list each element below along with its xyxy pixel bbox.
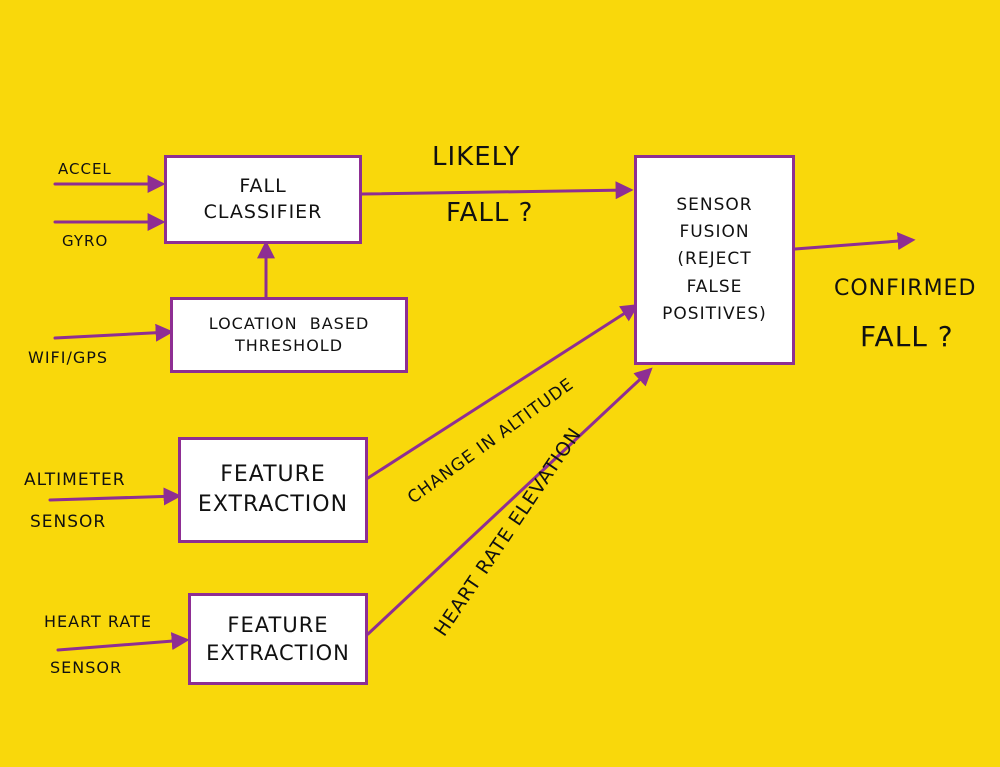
input-gyro-label: GYRO — [62, 232, 109, 250]
feature-extraction-box-2: FEATURE EXTRACTION — [188, 593, 368, 685]
arrow-feature1-to-fusion — [366, 304, 640, 480]
input-accel-label: ACCEL — [58, 160, 112, 178]
sensor-fusion-box: SENSOR FUSION (REJECT FALSE POSITIVES) — [634, 155, 795, 365]
input-altimeter-sensor-label: SENSOR — [30, 512, 107, 532]
sensor-fusion-line1: SENSOR — [676, 195, 753, 216]
likely-fall-label-line1: LIKELY — [432, 142, 521, 172]
input-heart-rate-label: HEART RATE — [44, 612, 152, 631]
sensor-fusion-line5: POSITIVES) — [662, 303, 767, 324]
location-threshold-line1: LOCATION BASED — [208, 314, 370, 334]
input-wifi-gps-label: WIFI/GPS — [28, 348, 109, 367]
feature-extraction-2-line2: EXTRACTION — [206, 641, 350, 665]
fall-classifier-line2: CLASSIFIER — [203, 200, 323, 223]
likely-fall-label-line2: FALL ? — [446, 198, 534, 228]
arrow-heart-to-feature — [56, 632, 190, 652]
arrow-altimeter-to-feature — [48, 487, 182, 506]
arrow-fusion-output — [793, 232, 916, 251]
feature-extraction-2-line1: FEATURE — [227, 612, 329, 637]
confirmed-fall-label-line2: FALL ? — [860, 320, 954, 353]
sensor-fusion-line4: FALSE — [686, 276, 743, 297]
sensor-fusion-line3: (REJECT — [677, 249, 752, 270]
location-threshold-line2: THRESHOLD — [234, 336, 344, 355]
input-heart-sensor-label: SENSOR — [50, 658, 123, 677]
feature-extraction-box-1: FEATURE EXTRACTION — [178, 437, 368, 543]
location-threshold-box: LOCATION BASED THRESHOLD — [170, 297, 408, 373]
arrow-classifier-to-fusion — [360, 181, 634, 200]
fall-classifier-line1: FALL — [239, 174, 287, 197]
sensor-fusion-line2: FUSION — [679, 222, 750, 243]
fall-classifier-box: FALL CLASSIFIER — [164, 155, 362, 244]
arrow-wifi-to-threshold — [53, 323, 174, 342]
feature-extraction-1-line2: EXTRACTION — [197, 492, 349, 517]
arrow-feature2-to-fusion — [366, 367, 653, 636]
input-altimeter-label: ALTIMETER — [24, 470, 126, 490]
feature-extraction-1-line1: FEATURE — [220, 462, 326, 488]
confirmed-fall-label-line1: CONFIRMED — [834, 276, 977, 301]
